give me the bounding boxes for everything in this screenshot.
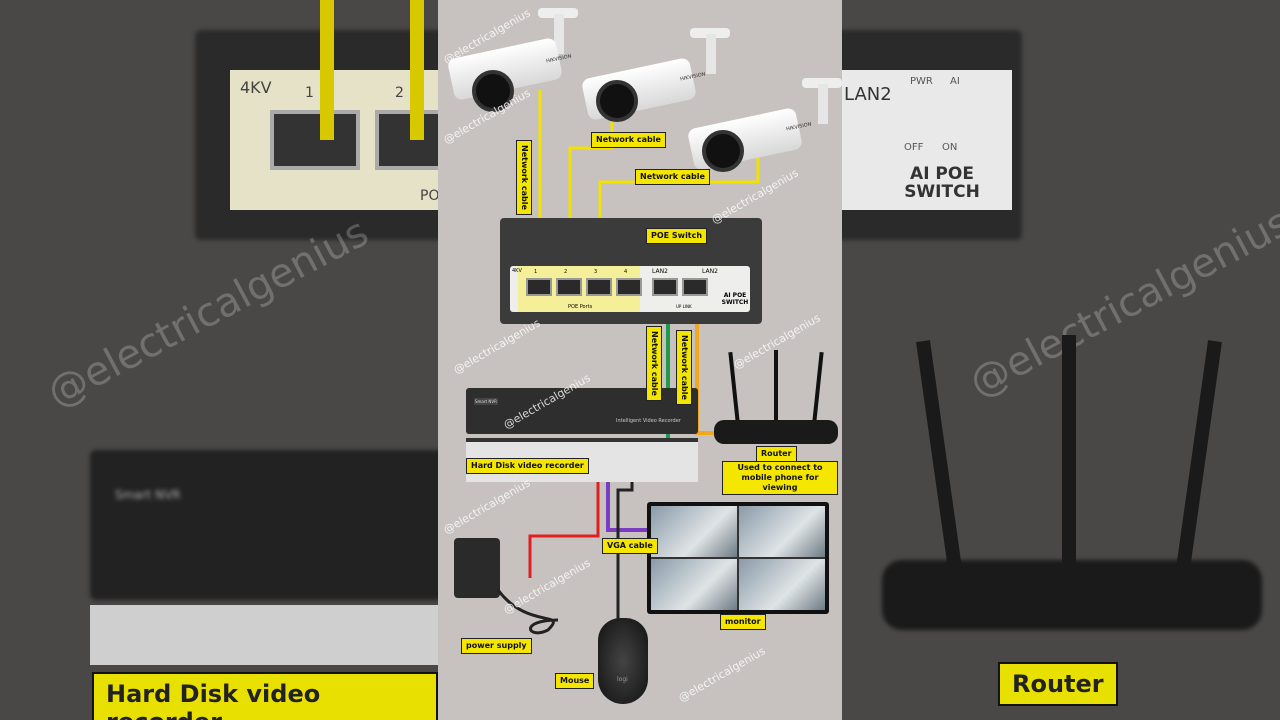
antenna bbox=[812, 351, 824, 423]
label-network-cable-3: Network cable bbox=[635, 169, 710, 185]
blurred-title: Hard Disk video recorder bbox=[92, 672, 438, 720]
power-adapter bbox=[454, 538, 500, 598]
nvr-badge: Smart NVR bbox=[115, 488, 181, 502]
port-number: 1 bbox=[305, 85, 314, 101]
lan-label: LAN2 bbox=[844, 84, 892, 105]
poe-switch: 4KV 1 2 3 4 POE Ports LAN2 LAN2 UP LINK … bbox=[500, 218, 762, 324]
camera-mount bbox=[690, 28, 730, 38]
lan-port-2 bbox=[682, 278, 708, 296]
blurred-background-left: 4KV 1 2 PO @electricalgenius Smart NVR H… bbox=[0, 0, 438, 720]
diagram-panel: HIKVISION HIKVISION HIKVISION 4KV 1 2 3 … bbox=[438, 0, 842, 720]
antenna bbox=[1062, 335, 1076, 570]
nvr-badge: Smart NVR bbox=[474, 398, 498, 405]
mouse: logi bbox=[598, 618, 648, 704]
port-number: 2 bbox=[564, 269, 568, 275]
label-router: Router bbox=[756, 446, 797, 462]
pwr-label: PWR bbox=[910, 76, 933, 87]
kv-label: 4KV bbox=[240, 78, 272, 97]
mouse-brand: logi bbox=[617, 676, 628, 683]
label-network-cable-nvr: Network cable bbox=[646, 326, 662, 401]
camera-arm bbox=[818, 84, 828, 124]
blurred-nvr-back bbox=[90, 605, 438, 665]
port-number: 2 bbox=[395, 85, 404, 101]
camera-mount bbox=[802, 78, 842, 88]
poe-port-1 bbox=[526, 278, 552, 296]
camera-lens bbox=[472, 70, 514, 112]
label-nvr: Hard Disk video recorder bbox=[466, 458, 589, 474]
monitor bbox=[647, 502, 829, 614]
poe-port-3 bbox=[586, 278, 612, 296]
camera-lens bbox=[702, 130, 744, 172]
brand-label: AI POE SWITCH bbox=[904, 164, 980, 202]
label-network-cable-2: Network cable bbox=[591, 132, 666, 148]
cable-power bbox=[528, 470, 600, 578]
camera-arm bbox=[554, 14, 564, 54]
lan-label: LAN2 bbox=[702, 268, 718, 275]
label-power-supply: power supply bbox=[461, 638, 532, 654]
antenna bbox=[916, 340, 962, 570]
lan-label: LAN2 bbox=[652, 268, 668, 275]
blurred-panel: LAN2 PWR AI OFF ON AI POE SWITCH bbox=[842, 70, 1012, 210]
antenna bbox=[1176, 340, 1222, 570]
label-network-cable-router: Network cable bbox=[676, 330, 692, 405]
poe-port-2 bbox=[556, 278, 582, 296]
router bbox=[714, 350, 840, 446]
port-number: 3 bbox=[594, 269, 598, 275]
uplink-label: UP LINK bbox=[676, 304, 692, 309]
port-number: 1 bbox=[534, 269, 538, 275]
poe-text: PO bbox=[420, 188, 438, 204]
poe-port-4 bbox=[616, 278, 642, 296]
label-mouse: Mouse bbox=[555, 673, 595, 689]
blurred-nvr: Smart NVR bbox=[90, 450, 438, 600]
router-body bbox=[714, 420, 838, 444]
cable bbox=[410, 0, 424, 140]
camera-arm bbox=[706, 34, 716, 74]
label-network-cable-1: Network cable bbox=[516, 140, 532, 215]
lan-port-1 bbox=[652, 278, 678, 296]
nvr-front: Smart NVR Intelligent Video Recorder bbox=[466, 388, 698, 434]
label-poe-switch: POE Switch bbox=[646, 228, 708, 244]
blurred-title: Router bbox=[998, 662, 1118, 706]
switch-brand: AI POE SWITCH bbox=[721, 292, 749, 306]
on-label: ON bbox=[942, 142, 958, 153]
label-router-note: Used to connect to mobile phone for view… bbox=[722, 461, 838, 495]
power-cord bbox=[496, 589, 559, 635]
blurred-router bbox=[882, 560, 1262, 630]
cable bbox=[320, 0, 334, 140]
port bbox=[270, 110, 360, 170]
poe-ports-label: POE Ports bbox=[568, 304, 593, 310]
port bbox=[375, 110, 438, 170]
nvr-front-text: Intelligent Video Recorder bbox=[616, 418, 681, 424]
camera-mount bbox=[538, 8, 578, 18]
antenna bbox=[774, 350, 778, 422]
cable-vga bbox=[606, 470, 650, 532]
camera-lens bbox=[596, 80, 638, 122]
label-monitor: monitor bbox=[720, 614, 766, 630]
label-vga-cable: VGA cable bbox=[602, 538, 658, 554]
ai-label: AI bbox=[950, 76, 960, 87]
kv-label: 4KV bbox=[512, 268, 522, 274]
off-label: OFF bbox=[904, 142, 924, 153]
monitor-screen bbox=[651, 506, 825, 610]
watermark: @electricalgenius bbox=[40, 209, 376, 417]
blurred-port-panel: 4KV 1 2 PO bbox=[230, 70, 438, 210]
blurred-background-right: LAN2 PWR AI OFF ON AI POE SWITCH @electr… bbox=[842, 0, 1280, 720]
switch-front-panel: 4KV 1 2 3 4 POE Ports LAN2 LAN2 UP LINK … bbox=[510, 266, 750, 312]
port-number: 4 bbox=[624, 269, 628, 275]
